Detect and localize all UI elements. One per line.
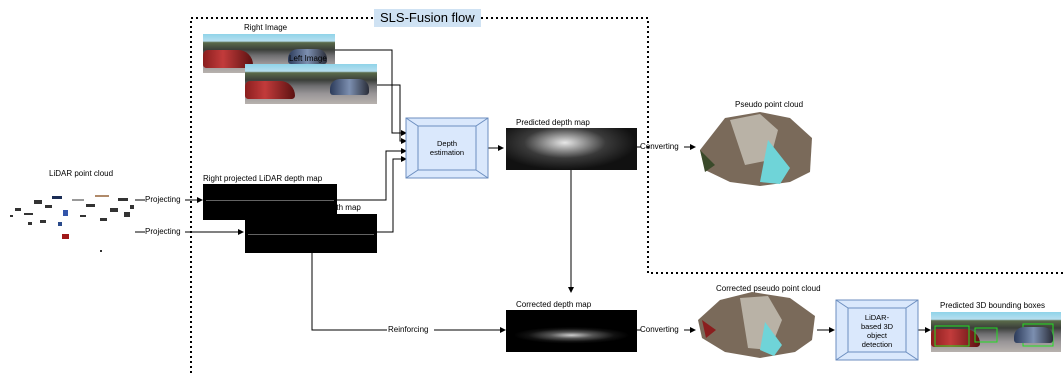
lidar-point-cloud-label: LiDAR point cloud [49,169,114,178]
detection-label: detection [861,340,893,349]
fusion-flow-boundary [190,17,1063,373]
predicted-3d-boxes-image [931,312,1061,352]
left-image-label: Left Image [289,54,327,63]
predicted-3d-boxes-label: Predicted 3D bounding boxes [940,301,1045,310]
detection-label: based 3D [860,322,894,331]
depth-estimation-box [405,117,489,179]
right-proj-wire [337,148,407,201]
projecting-edge-label: Projecting [145,195,181,204]
pseudo-point-cloud-label: Pseudo point cloud [735,100,804,109]
right-image-wire [335,49,407,136]
fusion-flow-title: SLS-Fusion flow [374,9,481,27]
depth-estimation-label: Depth [436,139,457,148]
left-projected-label: Left projected LiDAR depth map [247,203,361,212]
left-proj-wire [377,156,407,233]
detection-label: LiDAR- [864,313,890,322]
left-image-wire [377,84,407,144]
predicted-depth-map-label: Predicted depth map [516,118,590,127]
depth-estimation-label: estimation [429,148,465,157]
left-projected-depth-map [245,214,377,253]
detection-box [835,299,919,361]
corrected-pseudo-point-cloud-image [698,292,815,358]
corrected-pseudo-point-cloud-label: Corrected pseudo point cloud [716,284,821,293]
corrected-depth-map [506,310,637,352]
projecting-edge-label: Projecting [145,227,181,236]
pseudo-point-cloud-image [700,112,812,186]
corrected-depth-map-label: Corrected depth map [516,300,592,309]
lidar-point-cloud-image [10,195,134,252]
reinforcing-edge-label: Reinforcing [388,325,429,334]
predicted-depth-map [506,128,637,170]
detection-label: object [866,331,887,340]
bounding-box-overlay [934,323,1054,347]
right-image-label: Right Image [244,23,288,32]
converting-edge-label: Converting [640,325,679,334]
left-image [245,64,377,104]
converting-edge-label: Converting [640,142,679,151]
right-projected-label: Right projected LiDAR depth map [203,174,323,183]
